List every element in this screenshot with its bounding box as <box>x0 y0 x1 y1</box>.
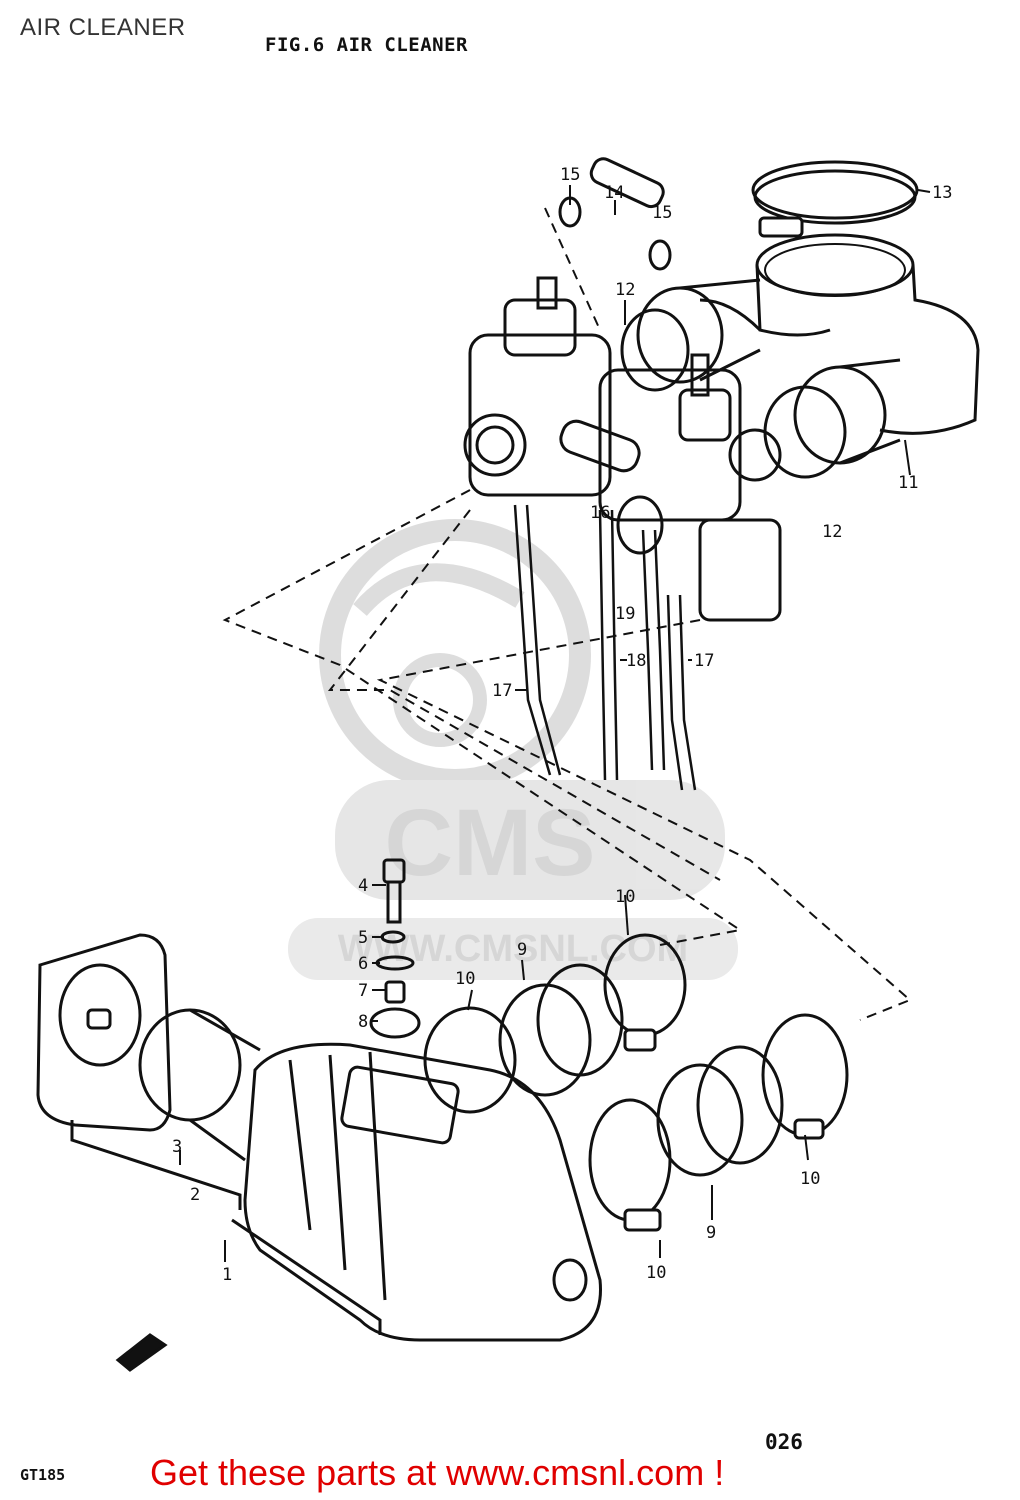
callout-12-upper: 12 <box>615 280 635 300</box>
watermark-url-text: WWW.CMSNL.COM <box>338 928 688 970</box>
front-direction-arrow <box>115 1333 168 1372</box>
air-cleaner-filter <box>138 1008 261 1162</box>
callout-10-a: 10 <box>615 887 635 907</box>
drain-tubes <box>513 504 697 791</box>
callout-19: 19 <box>615 604 635 624</box>
callout-13: 13 <box>932 183 952 203</box>
callout-12-lower: 12 <box>822 522 842 542</box>
intake-case-11 <box>699 233 980 435</box>
callout-17-left: 17 <box>492 681 512 701</box>
carburetor-assembly <box>463 157 782 622</box>
hose-clamp-13 <box>751 160 919 238</box>
callout-leaders <box>179 185 931 1262</box>
callout-8: 8 <box>358 1012 368 1032</box>
page-number: 026 <box>765 1430 803 1454</box>
callout-10-d: 10 <box>646 1263 666 1283</box>
intake-pipe-lower <box>763 358 901 479</box>
callout-4: 4 <box>358 876 368 896</box>
callout-2: 2 <box>190 1185 200 1205</box>
callout-1: 1 <box>222 1265 232 1285</box>
assembly-dashed-lines <box>222 207 912 1021</box>
cms-watermark: CMS WWW.CMSNL.COM <box>288 519 738 980</box>
callout-7: 7 <box>358 981 368 1001</box>
callout-10-c: 10 <box>800 1169 820 1189</box>
intake-pipe-upper <box>620 278 761 392</box>
callout-9-upper: 9 <box>517 940 527 960</box>
shop-link-banner[interactable]: Get these parts at www.cmsnl.com ! <box>150 1452 725 1493</box>
callout-labels: 1 2 3 4 5 6 7 8 9 9 10 10 10 10 11 12 12… <box>172 165 952 1285</box>
callout-10-b: 10 <box>455 969 475 989</box>
callout-5: 5 <box>358 928 368 948</box>
intake-boot-lower <box>588 1013 849 1232</box>
page-title: AIR CLEANER <box>20 14 186 41</box>
callout-11: 11 <box>898 473 918 493</box>
callout-6: 6 <box>358 954 368 974</box>
callout-18: 18 <box>626 651 646 671</box>
mounting-hardware <box>369 858 421 1039</box>
callout-3: 3 <box>172 1137 182 1157</box>
callout-15-left: 15 <box>560 165 580 185</box>
callout-16: 16 <box>590 503 610 523</box>
model-code: GT185 <box>20 1466 66 1484</box>
air-cleaner-case <box>70 1042 602 1342</box>
callout-14: 14 <box>604 183 624 203</box>
figure-title: FIG.6 AIR CLEANER <box>265 34 468 56</box>
callout-9-lower: 9 <box>706 1223 716 1243</box>
watermark-logo-text: CMS <box>384 790 595 896</box>
intake-boot-upper <box>423 933 687 1114</box>
callout-17-right: 17 <box>694 651 714 671</box>
air-cleaner-element <box>36 933 172 1132</box>
callout-15-right: 15 <box>652 203 672 223</box>
